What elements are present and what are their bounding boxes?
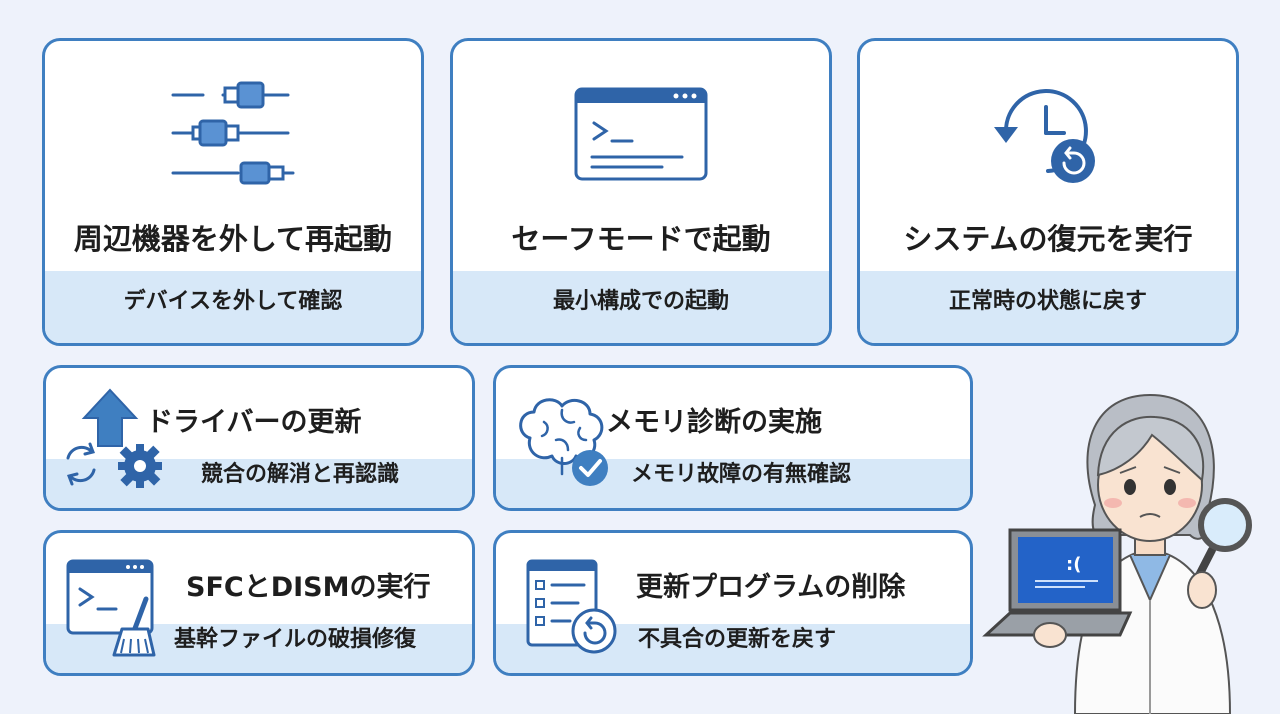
card-band — [453, 271, 829, 343]
card-sfc-dism: SFCとDISMの実行 基幹ファイルの破損修復 — [43, 530, 475, 676]
card-safe-mode: セーフモードで起動 最小構成での起動 — [450, 38, 832, 346]
card-title: SFCとDISMの実行 — [186, 572, 431, 603]
card-system-restore: システムの復元を実行 正常時の状態に戻す — [857, 38, 1239, 346]
driver-update-icon — [66, 388, 162, 488]
clock-restore-icon — [994, 89, 1095, 183]
card-band — [860, 271, 1236, 343]
card-subtitle: 競合の解消と再認識 — [201, 462, 400, 487]
card-subtitle: 正常時の状態に戻す — [948, 289, 1147, 314]
card-memory-diagnostics: メモリ診断の実施 メモリ故障の有無確認 — [493, 365, 973, 511]
card-subtitle: 最小構成での起動 — [552, 289, 729, 314]
cable-plug-icon — [171, 81, 295, 185]
brain-check-icon — [519, 398, 608, 486]
terminal-broom-icon — [66, 559, 156, 657]
card-subtitle: メモリ故障の有無確認 — [631, 462, 852, 487]
card-title: ドライバーの更新 — [146, 407, 362, 438]
card-title: メモリ診断の実施 — [606, 407, 822, 438]
card-driver-update: ドライバーの更新 競合の解消と再認識 — [43, 365, 475, 511]
card-subtitle: デバイスを外して確認 — [123, 289, 343, 314]
card-remove-updates: 更新プログラムの削除 不具合の更新を戻す — [493, 530, 973, 676]
card-title: 更新プログラムの削除 — [636, 572, 906, 603]
technician-with-laptop-icon: :( — [982, 393, 1252, 714]
card-title: システムの復元を実行 — [903, 222, 1193, 256]
card-band — [45, 271, 421, 343]
terminal-window-icon — [574, 87, 708, 181]
card-peripherals: 周辺機器を外して再起動 デバイスを外して確認 — [42, 38, 424, 346]
list-undo-icon — [526, 559, 617, 654]
card-subtitle: 不具合の更新を戻す — [638, 627, 837, 652]
card-band — [46, 459, 472, 508]
card-title: 周辺機器を外して再起動 — [73, 222, 393, 256]
laptop-screen-text: :( — [1066, 554, 1081, 575]
card-title: セーフモードで起動 — [511, 222, 771, 256]
card-subtitle: 基幹ファイルの破損修復 — [174, 627, 417, 652]
